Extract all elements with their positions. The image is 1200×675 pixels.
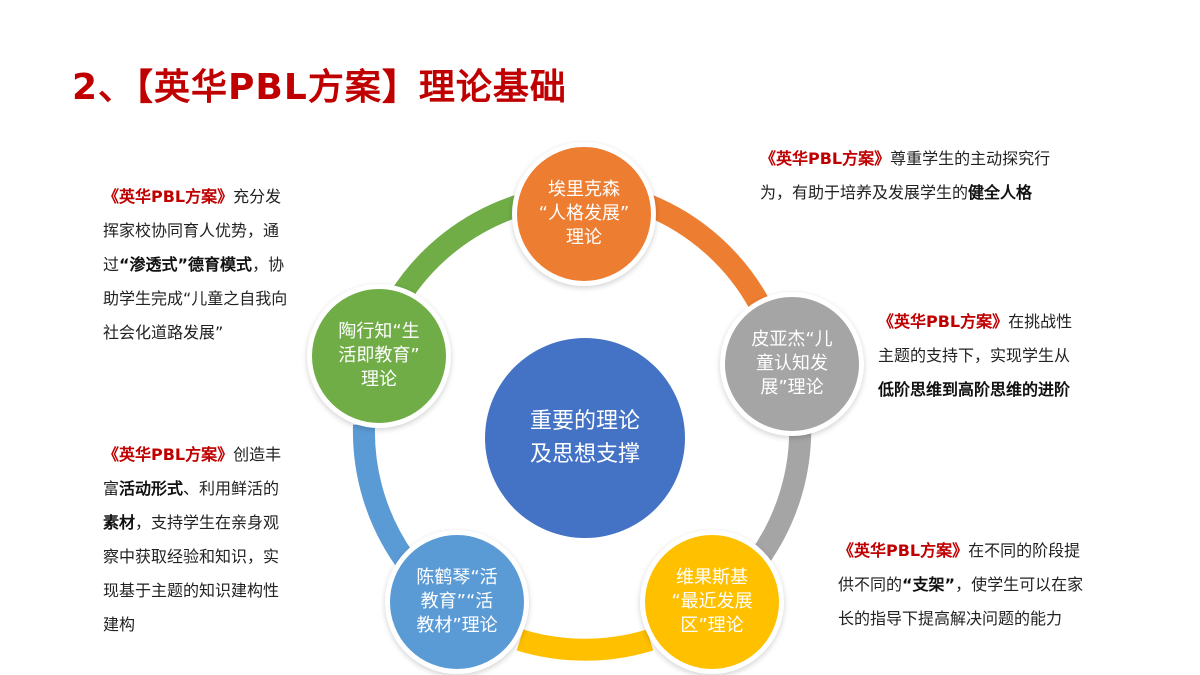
- node-erikson-line-1: 埃里克森: [548, 178, 620, 200]
- brand-label: 《英华PBL方案》: [103, 187, 234, 206]
- center-line-1: 重要的理论: [529, 409, 640, 434]
- text-top-left-line-3c: ，协: [252, 255, 285, 274]
- brand-label: 《英华PBL方案》: [103, 445, 234, 464]
- node-tao-xingzhi-line-2: 活即教育”: [338, 344, 420, 366]
- ring-arc-green: [388, 194, 524, 306]
- text-top-left: 《英华PBL方案》充分发 挥家校协同育人优势，通 过“渗透式”德育模式，协 助学…: [103, 180, 338, 350]
- node-tao-xingzhi: 陶行知“生 活即教育” 理论: [307, 284, 451, 428]
- text-mid-right-line-3: 低阶思维到高阶思维的进阶: [878, 380, 1071, 399]
- node-piaget-line-1: 皮亚杰“儿: [751, 328, 833, 350]
- text-top-right-line-2a: 为，有助于培养及发展学生的: [760, 183, 969, 202]
- node-chen-heqin-line-2: 教育”“活: [420, 590, 494, 612]
- page-title: 2、【英华PBL方案】理论基础: [72, 67, 567, 108]
- node-chen-heqin: 陈鹤琴“活 教育”“活 教材”理论: [385, 530, 529, 674]
- text-top-left-line-2: 挥家校协同育人优势，通: [103, 221, 280, 240]
- node-vygotsky-line-3: 区”理论: [680, 615, 744, 637]
- text-bottom-left-line-4: 察中获取经验和知识，实: [103, 547, 280, 566]
- text-bottom-right-line-2c: ，使学生可以在家: [955, 575, 1084, 594]
- node-piaget-line-2: 童认知发: [755, 352, 828, 374]
- text-top-left-line-5: 社会化道路发展”: [103, 323, 224, 342]
- text-bottom-left-line-2c: 、利用鲜活的: [183, 479, 280, 498]
- ring-arc-orange: [643, 194, 770, 311]
- brand-label: 《英华PBL方案》: [878, 312, 1009, 331]
- text-bottom-right-line-2a: 供不同的: [838, 575, 903, 594]
- text-bottom-right-line-1: 在不同的阶段提: [968, 541, 1081, 560]
- text-top-left-line-4: 助学生完成“儿童之自我向: [103, 289, 288, 308]
- node-erikson: 埃里克森 “人格发展” 理论: [512, 142, 656, 286]
- brand-label: 《英华PBL方案》: [838, 541, 969, 560]
- text-bottom-left-line-1: 创造丰: [233, 445, 282, 464]
- text-bottom-left-line-3a: 素材: [103, 513, 136, 532]
- text-bottom-left-line-5: 现基于主题的知识建构性: [103, 581, 280, 600]
- text-top-right: 《英华PBL方案》尊重学生的主动探究行 为，有助于培养及发展学生的健全人格: [760, 142, 1180, 210]
- text-bottom-right: 《英华PBL方案》在不同的阶段提 供不同的“支架”，使学生可以在家 长的指导下提…: [838, 534, 1178, 636]
- node-tao-xingzhi-line-3: 理论: [360, 369, 397, 391]
- text-bottom-left-line-2a: 富: [103, 479, 120, 498]
- ring-arc-gray: [749, 419, 812, 567]
- center-circle: 重要的理论 及思想支撑: [485, 338, 685, 538]
- text-bottom-left-line-2b: 活动形式: [119, 479, 184, 498]
- node-erikson-line-3: 理论: [566, 227, 602, 249]
- text-mid-right: 《英华PBL方案》在挑战性 主题的支持下，实现学生从 低阶思维到高阶思维的进阶: [878, 305, 1178, 407]
- text-top-right-line-1: 尊重学生的主动探究行: [890, 149, 1051, 168]
- text-top-left-line-3a: 过: [103, 255, 120, 274]
- text-mid-right-line-2: 主题的支持下，实现学生从: [878, 346, 1071, 365]
- text-bottom-left: 《英华PBL方案》创造丰 富活动形式、利用鲜活的 素材，支持学生在亲身观 察中获…: [103, 438, 338, 642]
- node-vygotsky-line-2: “最近发展: [671, 590, 753, 612]
- node-erikson-line-2: “人格发展”: [538, 202, 630, 224]
- ring-arc-yellow: [516, 629, 654, 661]
- text-top-left-line-1: 充分发: [233, 187, 282, 206]
- node-chen-heqin-line-1: 陈鹤琴“活: [416, 566, 498, 588]
- node-chen-heqin-line-3: 教材”理论: [416, 615, 498, 637]
- text-bottom-right-line-2b: “支架”: [902, 575, 956, 594]
- text-bottom-right-line-3: 长的指导下提高解决问题的能力: [838, 609, 1063, 628]
- node-vygotsky-line-1: 维果斯基: [675, 566, 748, 588]
- text-top-right-line-2b: 健全人格: [968, 183, 1033, 202]
- brand-label: 《英华PBL方案》: [760, 149, 891, 168]
- ring-arc-blue: [352, 424, 415, 567]
- center-line-2: 及思想支撑: [529, 442, 640, 467]
- text-bottom-left-line-6: 建构: [103, 615, 136, 634]
- node-vygotsky: 维果斯基 “最近发展 区”理论: [640, 530, 784, 674]
- node-tao-xingzhi-line-1: 陶行知“生: [338, 320, 420, 342]
- node-piaget: 皮亚杰“儿 童认知发 展”理论: [720, 292, 864, 436]
- text-bottom-left-line-3b: ，支持学生在亲身观: [135, 513, 280, 532]
- text-top-left-line-3b: “渗透式”德育模式: [119, 255, 253, 274]
- node-piaget-line-3: 展”理论: [760, 377, 824, 399]
- text-mid-right-line-1: 在挑战性: [1008, 312, 1073, 331]
